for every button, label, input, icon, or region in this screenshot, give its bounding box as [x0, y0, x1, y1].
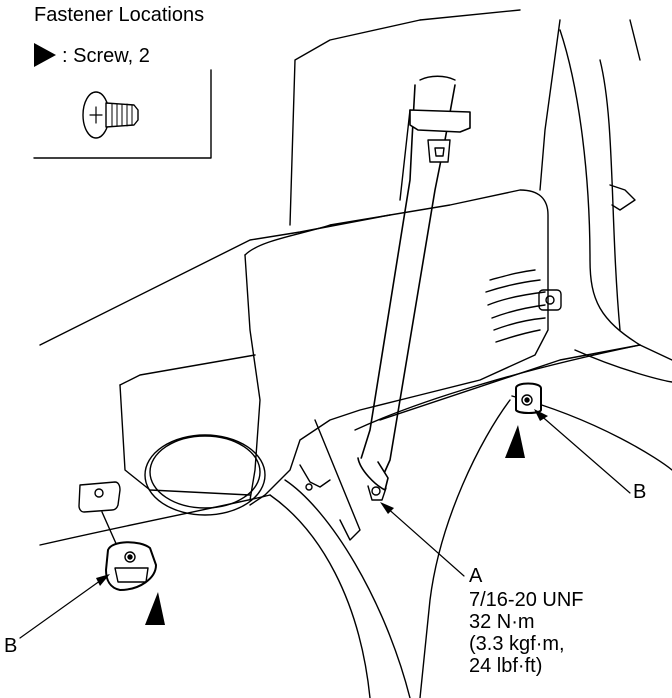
anchor-bracket	[299, 419, 361, 541]
legend-item-label: : Screw, 2	[62, 45, 150, 67]
right-lower-clip	[515, 382, 542, 414]
screw-icon	[82, 91, 139, 139]
screw-arrow-right	[505, 425, 525, 458]
filled-triangle-arrow-icon	[34, 43, 56, 67]
legend-title: Fastener Locations	[34, 4, 205, 26]
body-panel-outline	[39, 9, 672, 698]
torque-nm: 32 N·m	[469, 611, 535, 633]
leader-lines	[19, 412, 631, 639]
leader-arrowheads	[96, 409, 548, 586]
screw-arrow-left	[145, 592, 165, 625]
seat-belt-webbing	[357, 75, 471, 501]
right-upper-clip	[538, 289, 562, 311]
thread-spec: 7/16-20 UNF	[469, 589, 584, 611]
callout-b-left-label: B	[4, 635, 18, 657]
torque-spec: 7/16-20 UNF 32 N·m (3.3 kgf·m, 24 lbf·ft…	[469, 589, 584, 677]
left-upper-clip	[78, 481, 121, 549]
torque-lbfft: 24 lbf·ft)	[469, 655, 543, 677]
left-lower-clip	[105, 541, 157, 591]
callout-a-label: A	[469, 565, 483, 587]
legend-item: : Screw, 2	[34, 43, 150, 67]
legend-box-frame	[33, 69, 212, 159]
torque-kgfm: (3.3 kgf·m,	[469, 633, 565, 655]
callout-b-right-label: B	[633, 481, 647, 503]
